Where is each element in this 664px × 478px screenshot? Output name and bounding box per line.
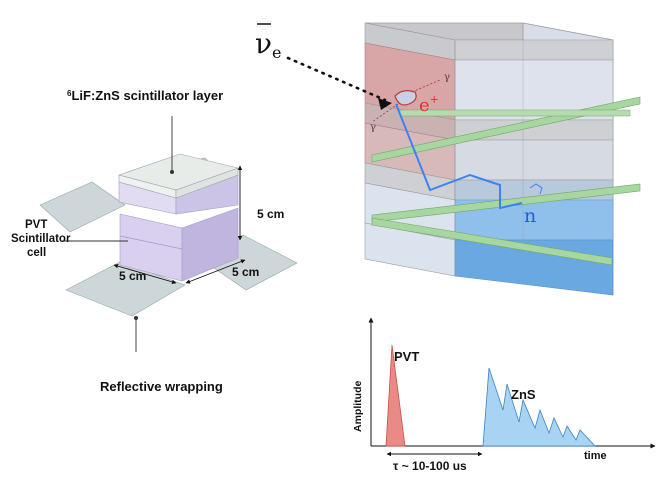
dim-front-label: 5 cm — [119, 269, 146, 283]
neutrino-symbol: νe — [255, 27, 282, 62]
signal-timing-chart: Amplitude time PVT ZnS τ ~ 10-100 us — [352, 317, 656, 473]
positron-annihilation-blob — [394, 90, 417, 106]
gamma-ray-1 — [411, 79, 441, 93]
cell-label-line-1: PVT — [25, 219, 47, 231]
row1-right-lid — [454, 39, 614, 61]
cell-label-line-3: cell — [27, 247, 46, 259]
wrapping-label: Reflective wrapping — [100, 379, 223, 394]
gamma-ray-2 — [371, 103, 399, 123]
neutron-symbol: n — [524, 205, 536, 227]
dim-side-arrow — [185, 259, 246, 284]
neutron-track — [395, 103, 523, 210]
wrapping-flap-left — [39, 181, 126, 233]
optical-rod-top — [399, 109, 631, 117]
zns-label: ZnS — [511, 387, 536, 402]
dim-vertical-label: 5 cm — [257, 207, 284, 221]
single-cell-illustration: 6LiF:ZnS scintillator layer 5 cm 5 cm 5 … — [11, 88, 298, 394]
dim-front-arrow — [113, 263, 177, 285]
zns-pulse-train — [482, 367, 596, 447]
chart-xlabel: time — [584, 450, 607, 462]
gamma-symbol-2: γ — [370, 122, 376, 133]
neutron-capture-mark — [529, 183, 543, 195]
cell-label-line-2: Scintillator — [11, 233, 71, 245]
layer-leader-dot — [170, 170, 174, 174]
positron-symbol: e+ — [419, 93, 439, 116]
row2-right-cell — [454, 139, 614, 181]
wrapping-leader-dot — [134, 316, 138, 320]
segmented-detector: νe e+ γ γ n — [255, 22, 641, 296]
layer-label: 6LiF:ZnS scintillator layer — [67, 88, 223, 103]
neutrino-path — [286, 56, 387, 102]
neutrino-arrowhead — [378, 98, 392, 110]
chart-ylabel: Amplitude — [352, 381, 364, 432]
gamma-symbol-1: γ — [444, 72, 450, 83]
optical-rod-lower-right — [371, 217, 613, 266]
delay-label: τ ~ 10-100 us — [393, 459, 467, 473]
pvt-label: PVT — [394, 349, 419, 364]
pvt-groove — [119, 235, 183, 250]
pvt-pulse — [385, 344, 406, 447]
dim-side-label: 5 cm — [232, 265, 259, 279]
